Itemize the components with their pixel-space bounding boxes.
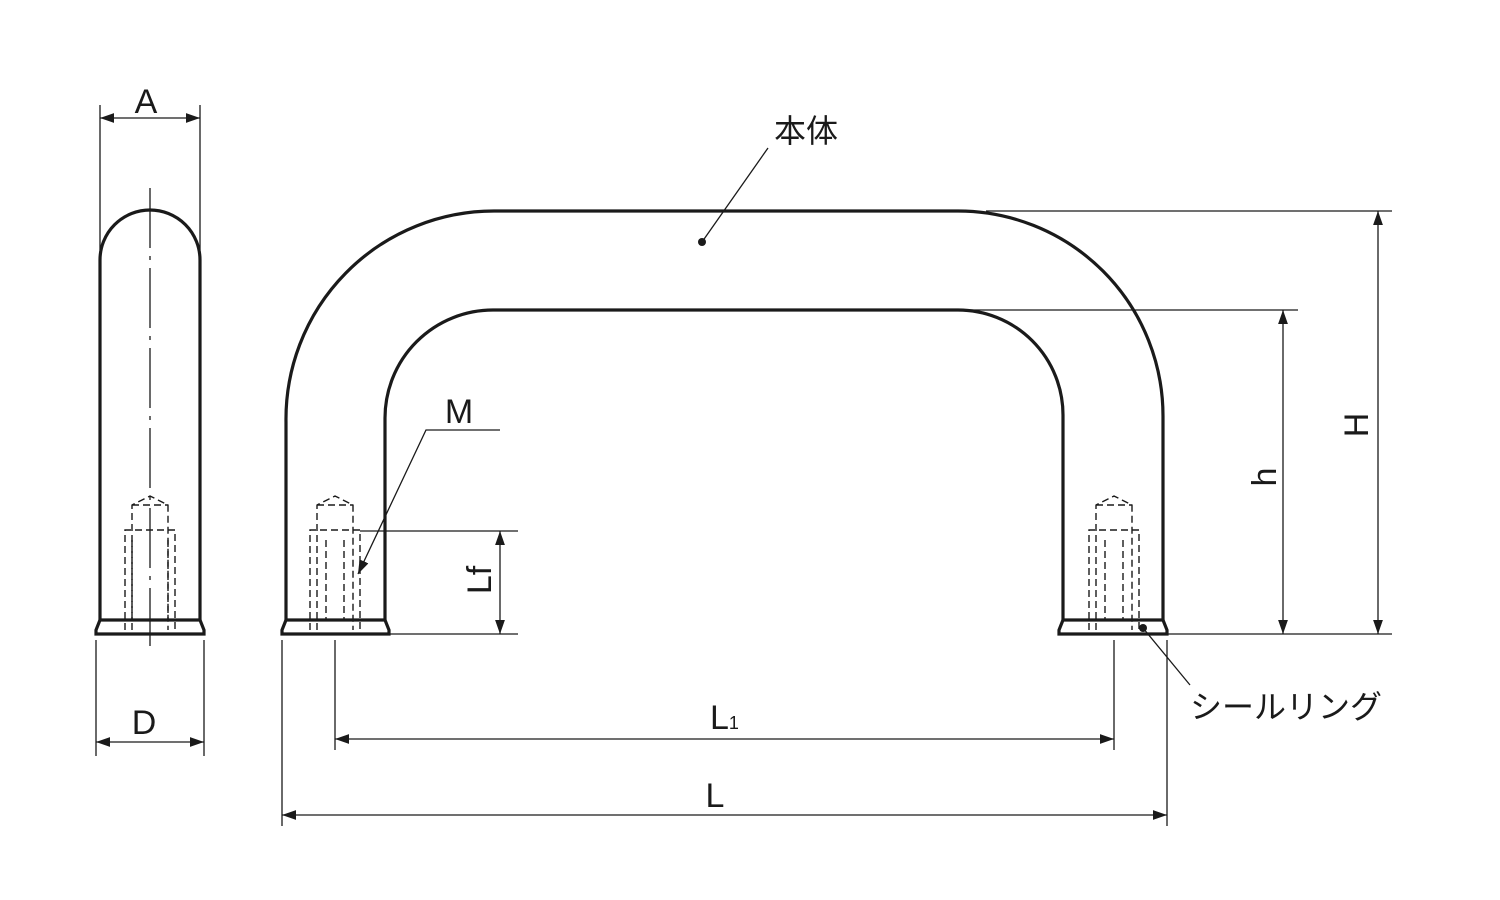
- dimension-D: [95, 640, 205, 756]
- label-H: H: [1338, 413, 1376, 438]
- label-A: A: [135, 83, 158, 121]
- right-seal-flange: [1057, 618, 1169, 636]
- label-L1-main: L: [710, 699, 729, 737]
- side-view: [94, 188, 206, 646]
- body-leader-dot: [698, 238, 706, 246]
- label-body: 本体: [774, 112, 838, 150]
- seal-ring-leader-dot: [1139, 624, 1147, 632]
- left-seal-flange: [280, 618, 391, 636]
- right-hidden-insert: [1088, 495, 1140, 630]
- label-M: M: [445, 393, 473, 431]
- label-h: h: [1246, 468, 1284, 487]
- label-Lf: Lf: [461, 565, 499, 594]
- left-hidden-insert: [309, 495, 361, 630]
- body-leader: [701, 147, 769, 243]
- label-D: D: [132, 704, 157, 742]
- side-view-hidden-insert: [124, 495, 176, 630]
- dimension-H: [986, 210, 1392, 635]
- dimension-Lf: [360, 530, 518, 635]
- dimension-L: [281, 640, 1168, 826]
- dimension-L1: [334, 640, 1115, 750]
- label-L: L: [706, 777, 725, 815]
- front-view: [280, 209, 1169, 636]
- handle-inner-outline: [383, 308, 1065, 620]
- label-L1: L1: [710, 699, 739, 737]
- label-L1-sub: 1: [729, 713, 739, 733]
- thread-leader: [357, 429, 500, 575]
- label-seal-ring: シールリング: [1190, 688, 1382, 726]
- dimension-h: [958, 309, 1298, 635]
- dimension-A: [99, 105, 201, 250]
- handle-outer-outline: [284, 209, 1165, 620]
